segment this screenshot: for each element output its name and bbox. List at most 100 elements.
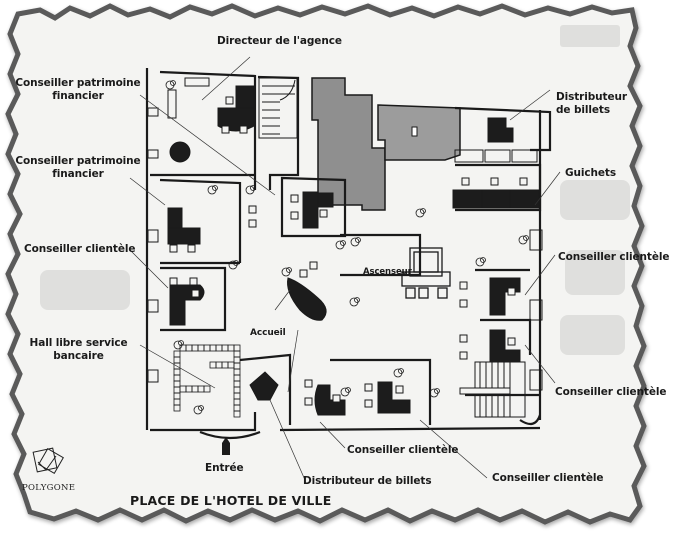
label-clientele-bottom-2: Conseiller clientèle [492,472,604,484]
plant-leaf [286,267,292,273]
desks [167,85,540,416]
chair [290,211,299,220]
label-patrimoine-2: Conseiller patrimoine financier [14,155,142,181]
label-guichets: Guichets [565,167,616,179]
chair [461,177,470,186]
label-patrimoine-1: Conseiller patrimoine financier [14,77,142,103]
desk-right-2 [489,329,521,363]
label-directeur: Directeur de l'agence [217,35,342,47]
chair [290,194,299,203]
label-clientele-left: Conseiller clientèle [24,243,136,255]
label-clientele-right-2: Conseiller clientèle [555,386,667,398]
chair [459,281,468,290]
chair [459,351,468,360]
label-ascenseur: Ascenseur [363,267,412,277]
chair [490,177,499,186]
plant-leaf [420,208,426,214]
plant-leaf [355,237,361,243]
plant-leaf [170,80,176,86]
plant-leaf [178,340,184,346]
plant-leaf [198,405,204,411]
plant-leaf [340,240,346,246]
label-accueil: Accueil [250,328,286,338]
chair [364,399,373,408]
plant-leaf [250,185,256,191]
plants [165,80,529,415]
chair [395,385,404,394]
floor-tile [173,404,181,412]
label-clientele-bottom-1: Conseiller clientèle [347,444,459,456]
label-hall-line1: Hall libre service [29,337,128,349]
chair [299,269,308,278]
chair [169,244,178,253]
guichet-2 [481,189,511,209]
polygone-logo [32,447,64,474]
guichet-3 [509,189,540,209]
hall-floor-tiles [173,344,241,418]
chair [519,177,528,186]
label-distributeur-top-line2: de billets [556,104,610,116]
label-distributeur-top-line1: Distributeur [556,91,627,103]
plant-leaf [212,185,218,191]
label-patrimoine-1-line1: Conseiller patrimoine [15,77,141,89]
atm-bottom [249,371,279,401]
meeting-table [169,141,191,163]
label-street: PLACE DE L'HOTEL DE VILLE [130,493,332,508]
label-entree: Entrée [205,462,244,474]
chair [459,334,468,343]
label-clientele-right-1: Conseiller clientèle [558,251,670,263]
chair [507,337,516,346]
background-watermark [40,25,630,355]
plant-leaf [233,260,239,266]
chair [169,277,178,286]
chair [304,397,313,406]
chair [364,383,373,392]
plant-leaf [398,368,404,374]
plant-leaf [480,257,486,263]
chair [248,205,257,214]
guichet-1 [452,189,483,209]
label-patrimoine-2-line1: Conseiller patrimoine [15,155,141,167]
walls [145,68,552,440]
chair [332,394,341,403]
floor-tile [203,385,211,393]
label-distributeur-bottom: Distributeur de billets [303,475,432,487]
floor-tile [227,361,235,369]
chair [309,261,318,270]
shaded-zone [311,77,461,211]
chair [225,96,234,105]
desk-mid [302,191,319,229]
chair [248,219,257,228]
label-hall-line2: bancaire [53,350,104,362]
chair [304,379,313,388]
atm-top [487,117,514,143]
label-hall: Hall libre service bancaire [26,337,131,363]
plant-leaf [434,388,440,394]
desk-right-1 [489,277,521,316]
elevator [401,247,451,299]
chair [187,244,196,253]
floor-tile [233,410,241,418]
chair [221,125,230,134]
plant-leaf [345,387,351,393]
entrance-arrow-icon [222,437,230,455]
staircase-top [258,77,298,139]
chair [191,289,200,298]
chair [459,299,468,308]
chair [507,287,516,296]
chair [319,209,328,218]
label-patrimoine-1-line2: financier [52,90,104,102]
label-distributeur-top: Distributeur de billets [556,91,627,117]
desk-bottom-2 [377,381,411,414]
chairs [169,96,528,408]
window-segments [147,77,543,391]
chair [189,277,198,286]
leader-lines [129,56,561,481]
chair [239,125,248,134]
accueil-desk [287,277,327,321]
plant-leaf [354,297,360,303]
desk-directeur-curve [217,107,255,132]
label-patrimoine-2-line2: financier [52,168,104,180]
